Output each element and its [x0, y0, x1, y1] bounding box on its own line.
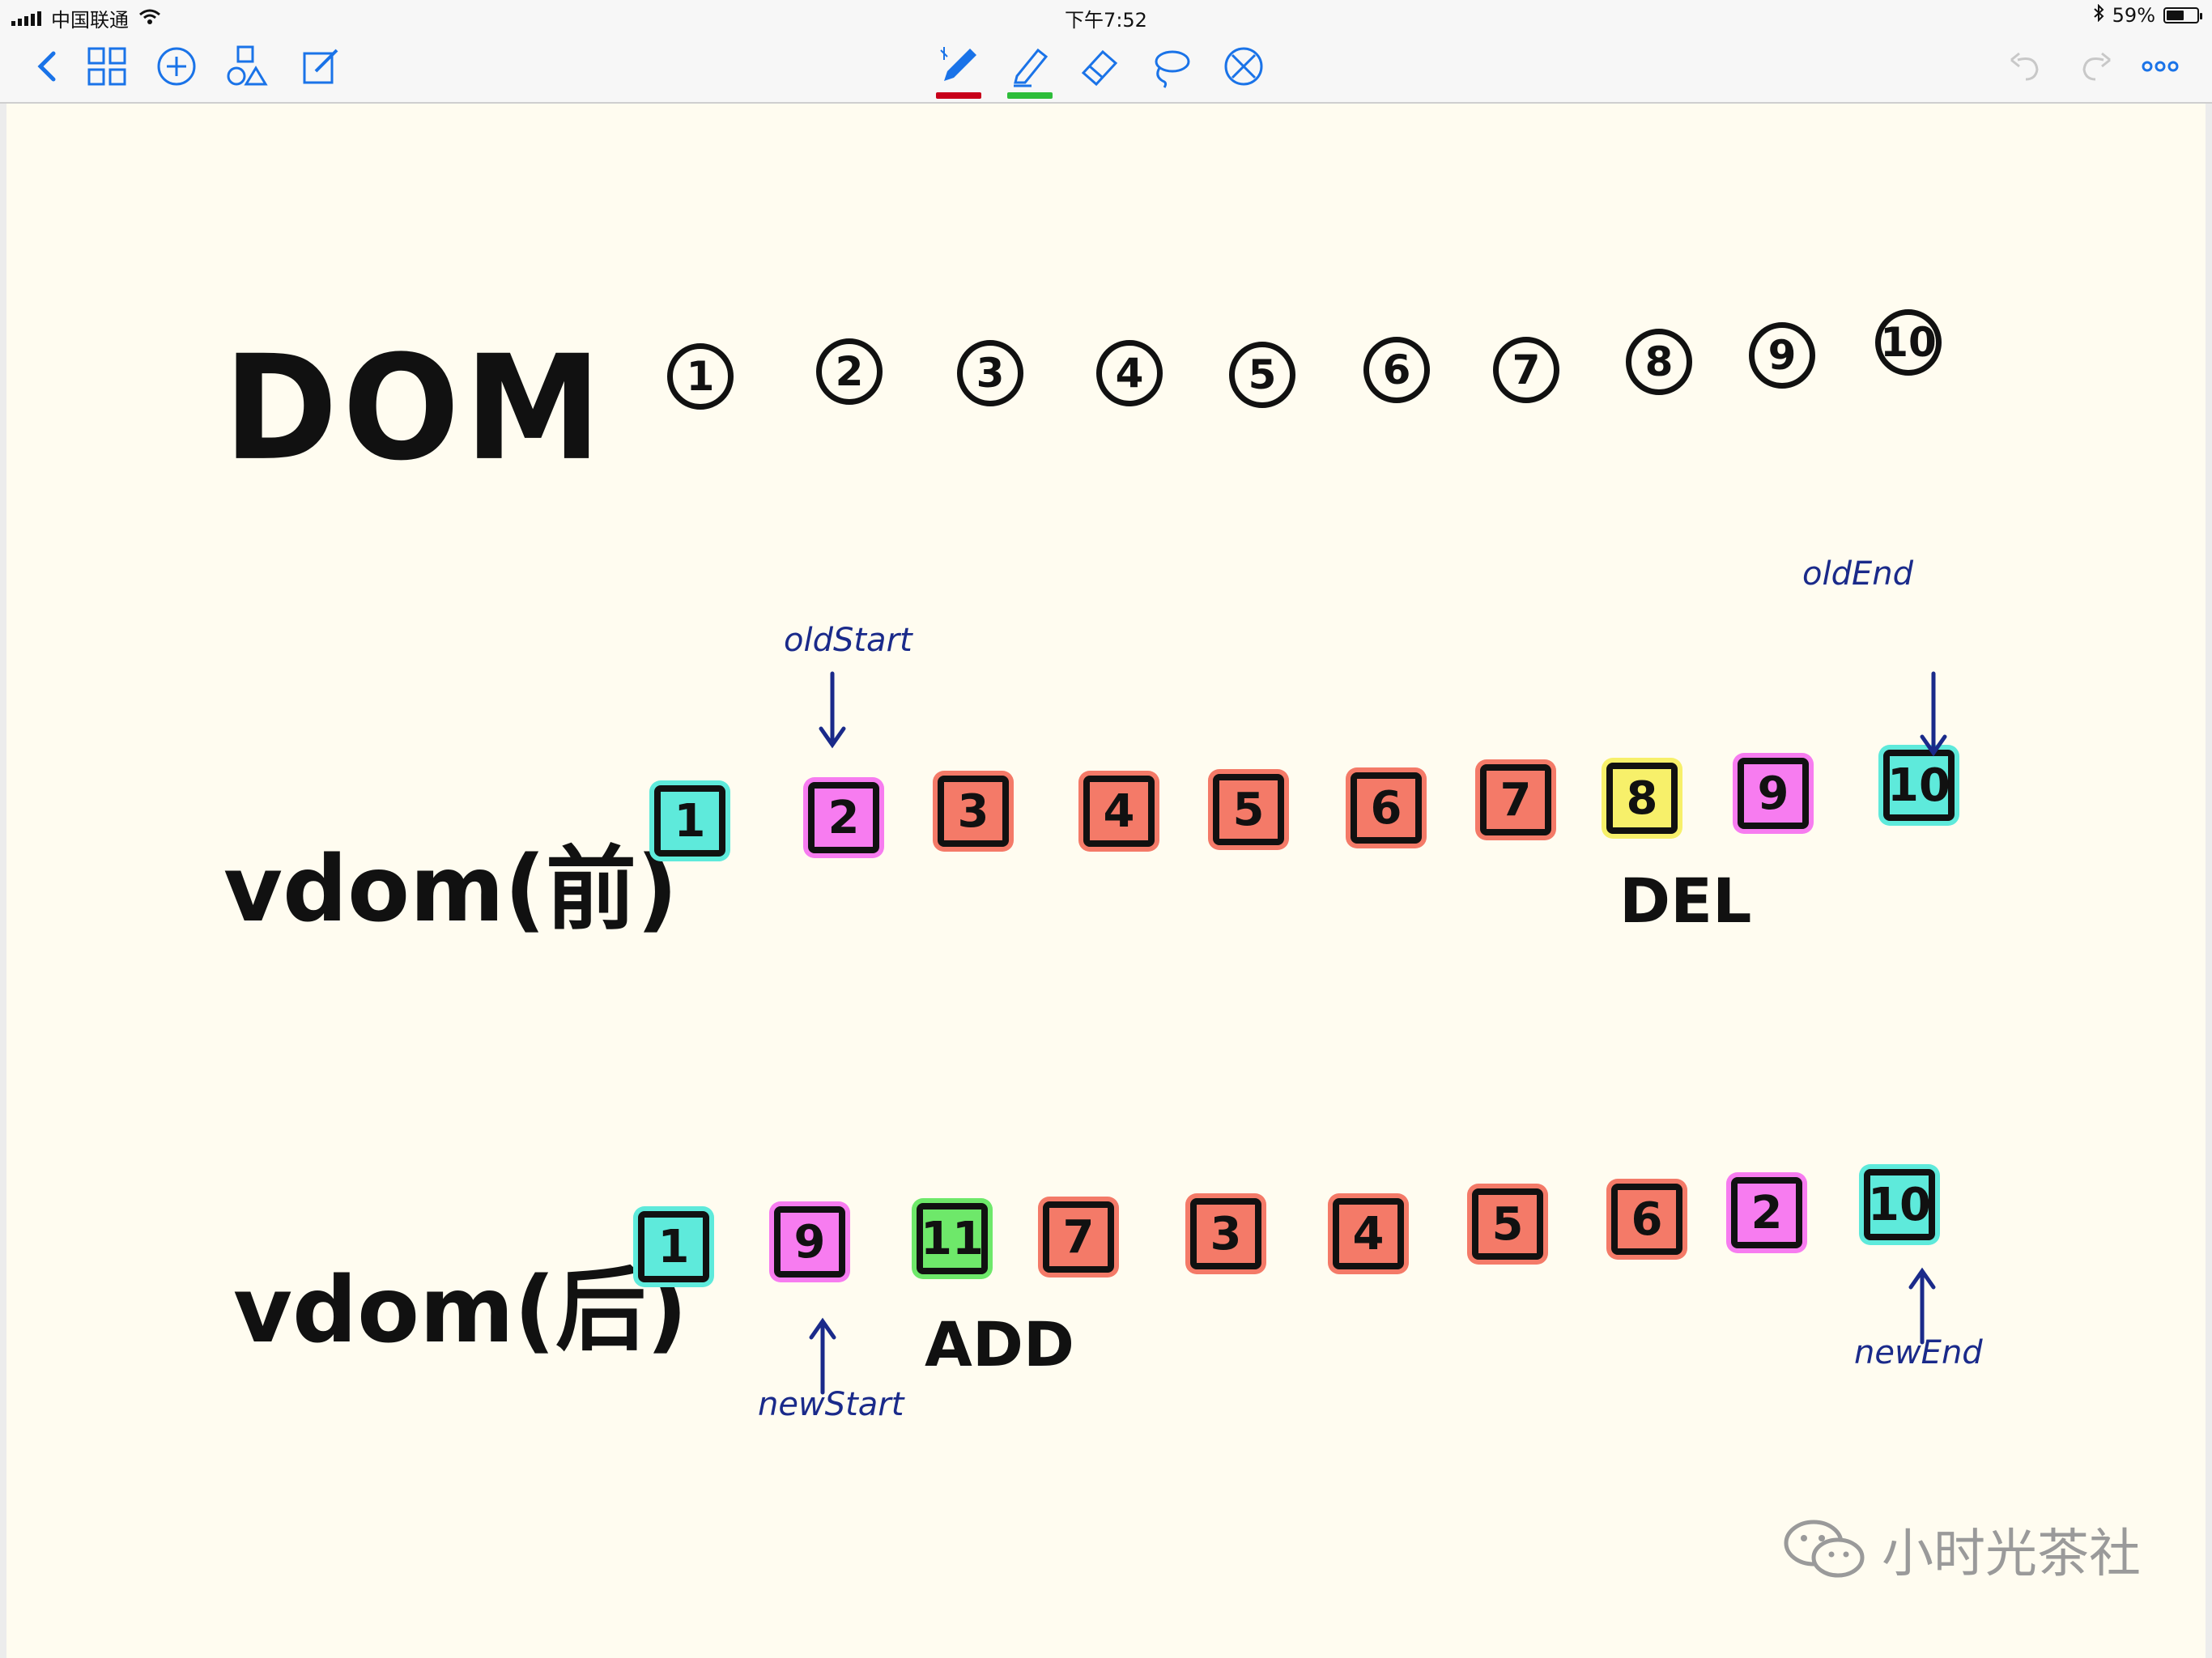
pen-color-indicator [936, 92, 981, 99]
battery-percent: 59% [2112, 4, 2155, 27]
eraser-icon[interactable] [1074, 40, 1125, 92]
shapes-icon[interactable] [222, 40, 274, 92]
dom-node-2: 2 [816, 338, 883, 405]
back-icon[interactable] [23, 40, 74, 92]
new-start-arrow [809, 1317, 836, 1395]
old-start-arrow [819, 671, 846, 749]
grid-icon[interactable] [81, 40, 133, 92]
dom-node-1: 1 [667, 343, 734, 410]
dom-node-6: 6 [1363, 337, 1430, 403]
dom-node-5: 5 [1229, 342, 1295, 408]
bluetooth-icon [2093, 3, 2104, 27]
dom-node-9: 9 [1749, 322, 1815, 389]
old-end-note: oldEnd [1802, 555, 1913, 593]
new-vdom-node-2: 2 [1731, 1177, 1802, 1248]
status-bar: 中国联通 下午7:52 59% [0, 0, 2212, 32]
old-vdom-node-3: 3 [938, 776, 1009, 847]
dom-node-4: 4 [1096, 340, 1163, 406]
redo-icon[interactable] [2069, 40, 2121, 92]
new-end-note: newEnd [1854, 1334, 1983, 1371]
new-vdom-node-11: 11 [917, 1203, 988, 1274]
watermark: 小时光茶社 [1781, 1512, 2141, 1587]
pen-icon[interactable] [933, 40, 985, 99]
old-start-note: oldStart [784, 622, 912, 659]
no-touch-icon[interactable] [1218, 40, 1270, 92]
old-vdom-node-5: 5 [1213, 774, 1284, 845]
new-vdom-node-3: 3 [1190, 1198, 1261, 1269]
dom-node-10: 10 [1875, 309, 1942, 376]
wifi-icon [138, 7, 161, 30]
old-vdom-node-4: 4 [1083, 776, 1155, 847]
dom-node-7: 7 [1493, 337, 1559, 403]
watermark-text: 小时光茶社 [1882, 1524, 2141, 1584]
old-vdom-node-1: 1 [654, 785, 725, 857]
add-icon[interactable] [151, 40, 202, 92]
lasso-icon[interactable] [1145, 40, 1197, 92]
add-tag: ADD [925, 1308, 1074, 1380]
undo-icon[interactable] [2000, 40, 2052, 92]
edit-icon[interactable] [295, 40, 347, 92]
signal-icon [11, 11, 41, 26]
new-vdom-node-1: 1 [638, 1211, 709, 1282]
new-vdom-label: vdom(后) [233, 1258, 688, 1363]
new-vdom-node-7: 7 [1043, 1201, 1114, 1273]
new-end-arrow [1908, 1267, 1936, 1345]
old-vdom-node-6: 6 [1351, 772, 1422, 844]
dom-label: DOM [223, 325, 606, 493]
new-vdom-node-6: 6 [1611, 1184, 1682, 1255]
new-vdom-node-9: 9 [774, 1206, 845, 1278]
del-tag: DEL [1619, 865, 1752, 937]
highlighter-icon[interactable] [1004, 40, 1056, 99]
old-vdom-node-8: 8 [1606, 763, 1678, 834]
note-toolbar [0, 32, 2212, 104]
battery-icon [2163, 7, 2202, 23]
new-vdom-node-4: 4 [1333, 1198, 1404, 1269]
highlighter-color-indicator [1007, 92, 1053, 99]
new-vdom-node-10: 10 [1864, 1169, 1935, 1240]
dom-node-8: 8 [1626, 329, 1692, 395]
old-end-arrow [1920, 671, 1947, 757]
new-start-note: newStart [758, 1386, 904, 1423]
old-vdom-node-9: 9 [1738, 758, 1809, 829]
new-vdom-node-5: 5 [1472, 1188, 1543, 1260]
carrier-name: 中国联通 [51, 9, 129, 32]
wechat-icon [1784, 1520, 1865, 1578]
old-vdom-node-2: 2 [808, 782, 879, 853]
old-vdom-node-7: 7 [1480, 764, 1551, 835]
status-time: 下午7:52 [1065, 9, 1147, 32]
more-icon[interactable] [2134, 40, 2186, 92]
old-vdom-label: vdom(前) [223, 837, 678, 942]
old-vdom-node-10: 10 [1883, 750, 1955, 821]
dom-node-3: 3 [957, 340, 1023, 406]
